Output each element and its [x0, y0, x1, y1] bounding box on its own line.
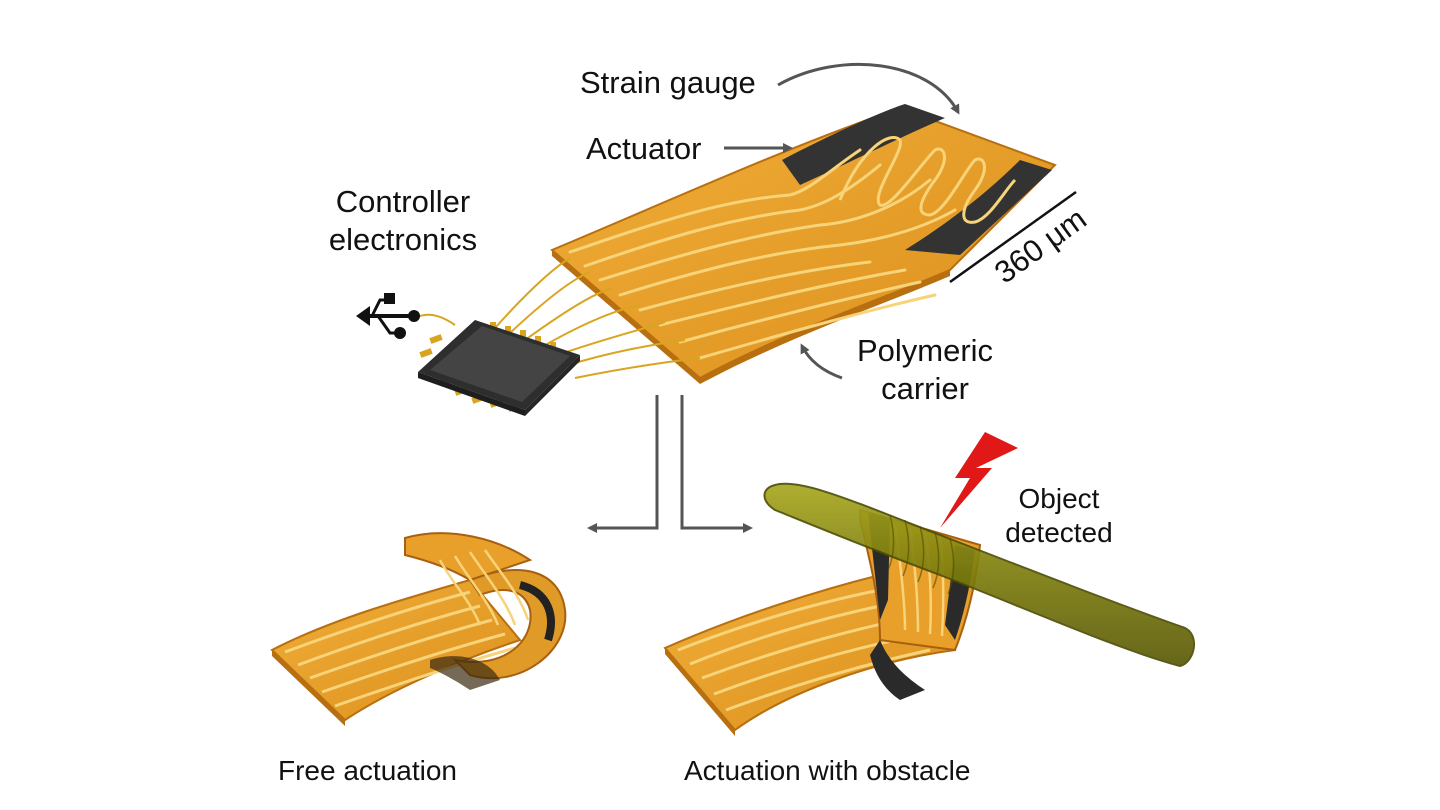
- strain-gauge-pad-top: [782, 104, 945, 185]
- chip-icon: [418, 320, 580, 416]
- free-actuation-label: Free actuation: [278, 755, 457, 786]
- polymeric-label-line1: Polymeric: [856, 333, 994, 368]
- controller-label-line1: Controller: [335, 184, 471, 219]
- split-arrows: [587, 395, 753, 533]
- main-device: [550, 104, 1057, 384]
- object-label-line2: detected: [1005, 517, 1113, 549]
- controller-electronics-label: Controller electronics: [318, 183, 488, 259]
- actuator-label: Actuator: [586, 131, 702, 166]
- object-detected-label: Object detected: [994, 482, 1124, 550]
- usb-icon: [356, 293, 420, 339]
- scale-bar: [949, 190, 1077, 284]
- polymeric-carrier-label: Polymeric carrier: [845, 332, 1005, 408]
- polymeric-carrier-arrow: [800, 343, 843, 380]
- object-label-line1: Object: [1018, 483, 1100, 514]
- lightning-icon: [940, 432, 1018, 528]
- obstacle-rod: [763, 482, 1195, 668]
- strain-gauge-pad-right: [905, 160, 1052, 255]
- strain-gauge-arrow: [777, 62, 960, 115]
- controller-label-line2: electronics: [328, 221, 478, 257]
- polymeric-label-line2: carrier: [881, 370, 969, 406]
- conductive-traces: [568, 148, 957, 360]
- strain-gauge-meander: [838, 136, 1017, 224]
- free-actuation-device: [270, 532, 567, 726]
- actuation-obstacle-label: Actuation with obstacle: [684, 755, 971, 786]
- strain-gauge-label: Strain gauge: [580, 65, 756, 100]
